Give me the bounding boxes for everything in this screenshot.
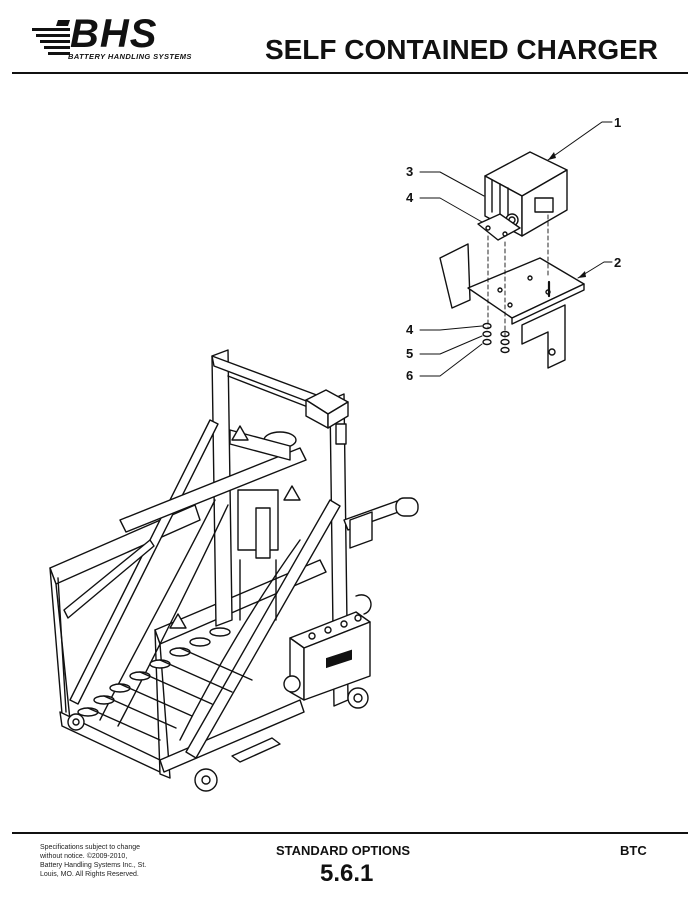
logo-subtitle: BATTERY HANDLING SYSTEMS [68, 52, 192, 61]
page-title: SELF CONTAINED CHARGER [264, 34, 658, 65]
callout-2: 2 [614, 255, 621, 270]
copyright-notice: Specifications subject to change without… [40, 843, 160, 879]
charger-unit [477, 151, 568, 241]
callout-6: 6 [406, 368, 413, 383]
copyright-line: without notice. ©2009-2010, [40, 853, 128, 860]
footer-divider [12, 832, 688, 834]
section-number: 5.6.1 [320, 860, 374, 887]
callout-4: 4 [406, 190, 414, 205]
logo-wordmark: BHS [70, 12, 158, 56]
callout-1: 1 [614, 115, 621, 130]
section-name: STANDARD OPTIONS [276, 843, 411, 858]
callout-3: 3 [406, 164, 413, 179]
battery-transfer-cart [49, 349, 419, 792]
mounting-hardware [482, 322, 510, 354]
model-code: BTC [620, 843, 647, 858]
header-divider [12, 72, 688, 74]
copyright-line: Louis, MO. All Rights Reserved. [40, 871, 139, 878]
mounting-plate [439, 243, 585, 369]
speed-lines-icon [32, 20, 70, 55]
callout-5: 5 [406, 346, 413, 361]
exploded-parts-drawing: 1 2 3 4 4 5 6 [49, 115, 621, 792]
callout-4b: 4 [406, 322, 414, 337]
copyright-line: Battery Handling Systems Inc., St. [40, 862, 147, 869]
copyright-line: Specifications subject to change [40, 844, 141, 851]
